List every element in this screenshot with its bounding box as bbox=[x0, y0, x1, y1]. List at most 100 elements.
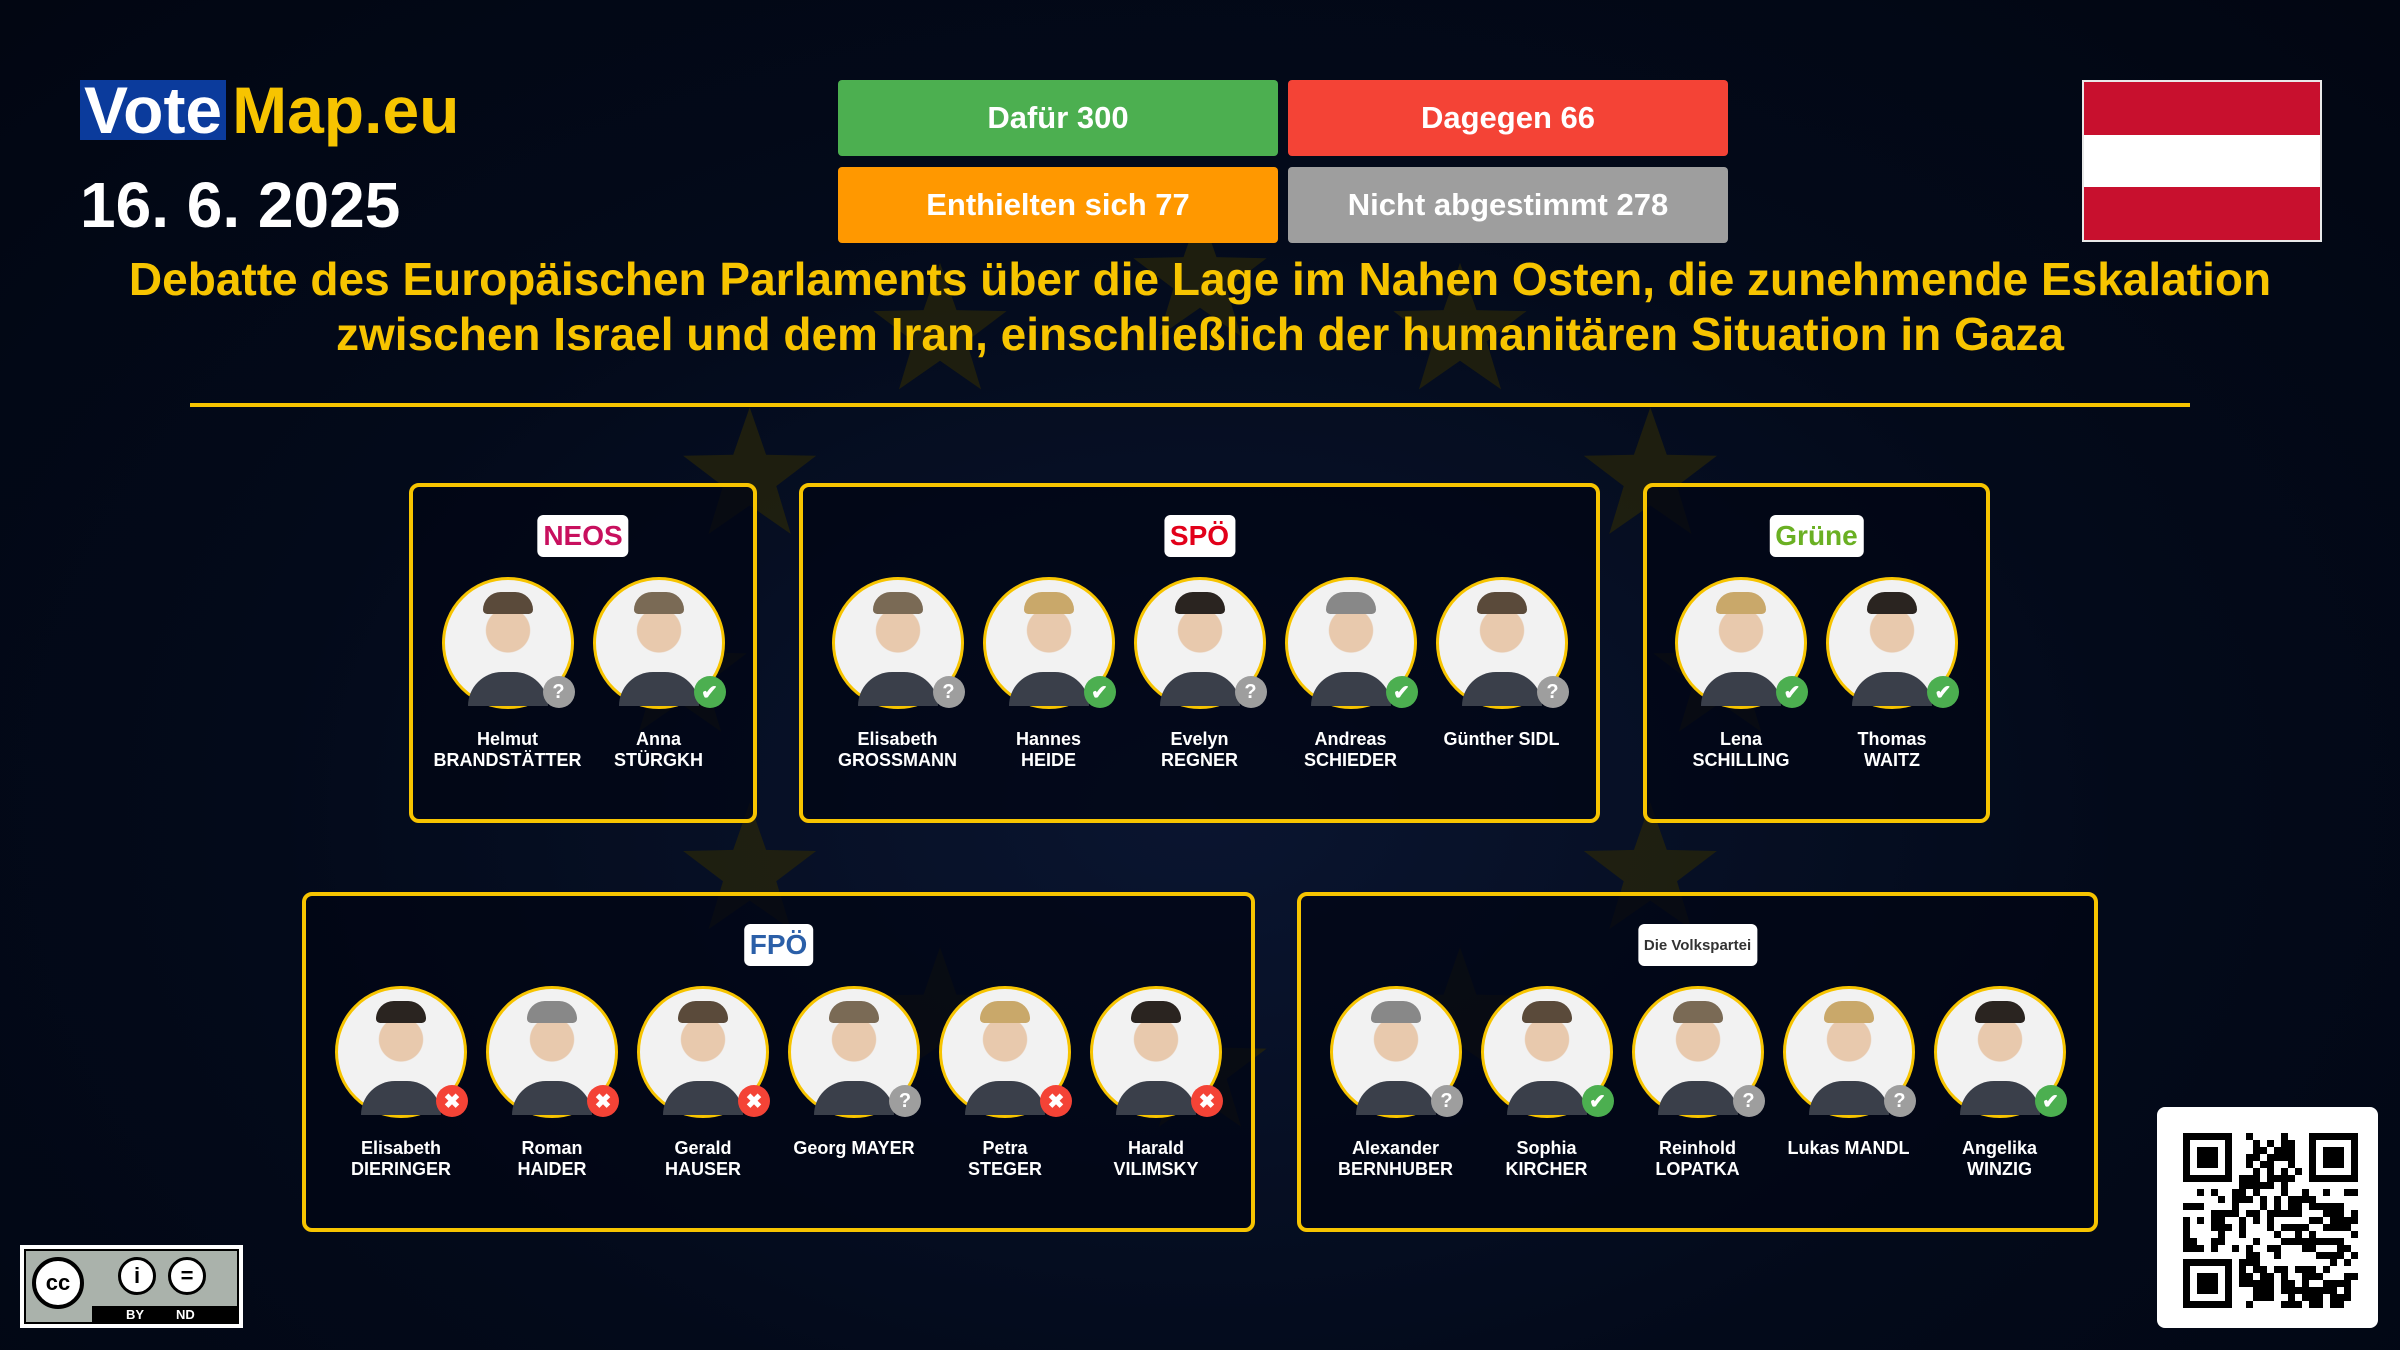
mep-last-name: GROSSMANN bbox=[837, 750, 957, 770]
vote-status-for-icon: ✔ bbox=[1581, 1085, 1614, 1117]
mep-card[interactable]: ? Lukas MANDL bbox=[1773, 986, 1924, 1180]
mep-last-name: STEGER bbox=[967, 1159, 1042, 1179]
mep-first-name: Elisabeth bbox=[360, 1138, 441, 1158]
vote-status-against-icon: ✖ bbox=[436, 1085, 468, 1117]
by-icon: i bbox=[118, 1257, 156, 1295]
eu-star bbox=[1583, 802, 1717, 930]
mep-first-name: Reinhold bbox=[1658, 1138, 1736, 1158]
mep-photo: ? bbox=[788, 986, 921, 1118]
mep-last-name: WAITZ bbox=[1863, 750, 1920, 770]
vote-status-not-voted-icon: ? bbox=[1536, 676, 1569, 708]
vote-date: 16. 6. 2025 bbox=[80, 169, 401, 241]
mep-first-name: Angelika bbox=[1961, 1138, 2038, 1158]
mep-first-name: Hannes bbox=[1015, 729, 1082, 749]
mep-card[interactable]: ?Georg MAYER bbox=[779, 986, 930, 1180]
vote-status-not-voted-icon: ? bbox=[1732, 1085, 1765, 1117]
mep-card[interactable]: ?Günther SIDL bbox=[1426, 577, 1577, 771]
vote-status-not-voted-icon: ? bbox=[542, 676, 575, 708]
votes-not-voted[interactable]: Nicht abgestimmt 278 bbox=[1288, 167, 1728, 243]
mep-photo: ✖ bbox=[335, 986, 468, 1118]
divider bbox=[190, 403, 2190, 407]
vote-status-against-icon: ✖ bbox=[738, 1085, 770, 1117]
cc-icon: cc bbox=[32, 1257, 84, 1309]
mep-last-name: HAUSER bbox=[664, 1159, 741, 1179]
mep-first-name: Harald bbox=[1127, 1138, 1184, 1158]
vote-status-against-icon: ✖ bbox=[1040, 1085, 1072, 1117]
votes-abstain[interactable]: Enthielten sich 77 bbox=[838, 167, 1278, 243]
eu-star bbox=[873, 262, 1007, 390]
party-logo: SPÖ bbox=[1163, 515, 1236, 557]
mep-last-name: KIRCHER bbox=[1505, 1159, 1588, 1179]
mep-photo: ✔ bbox=[1284, 577, 1418, 709]
nd-icon: = bbox=[168, 1257, 206, 1295]
mep-photo: ? bbox=[441, 577, 575, 709]
vote-status-against-icon: ✖ bbox=[1191, 1085, 1223, 1117]
mep-first-name: Gerald bbox=[674, 1138, 732, 1158]
votes-against[interactable]: Dagegen 66 bbox=[1288, 80, 1728, 156]
party-logo: Grüne bbox=[1769, 515, 1864, 557]
mep-last-name: BERNHUBER bbox=[1337, 1159, 1453, 1179]
mep-first-name: Andreas bbox=[1314, 729, 1387, 749]
mep-first-name: Evelyn bbox=[1170, 729, 1229, 749]
vote-status-not-voted-icon: ? bbox=[1883, 1085, 1916, 1117]
mep-last-name: SCHILLING bbox=[1692, 750, 1790, 770]
mep-photo: ✔ bbox=[1933, 986, 2067, 1118]
mep-photo: ✔ bbox=[1480, 986, 1614, 1118]
mep-first-name: Petra bbox=[982, 1138, 1028, 1158]
eu-star bbox=[683, 407, 817, 534]
mep-photo: ? bbox=[1329, 986, 1463, 1118]
austria-flag bbox=[2082, 80, 2322, 242]
mep-last-name: VILIMSKY bbox=[1113, 1159, 1199, 1179]
votes-for[interactable]: Dafür 300 bbox=[838, 80, 1278, 156]
mep-photo: ✔ bbox=[592, 577, 726, 709]
vote-status-for-icon: ✔ bbox=[1927, 676, 1959, 708]
mep-photo: ✔ bbox=[1675, 577, 1808, 709]
title-line-1: Debatte des Europäischen Parlaments über… bbox=[128, 253, 2272, 305]
votemap-logo[interactable]: Vote Map.eu bbox=[80, 77, 459, 143]
cc-by-nd-license[interactable]: cc i = BY ND bbox=[20, 1245, 243, 1328]
mep-first-name: Thomas bbox=[1857, 729, 1927, 749]
qr-code[interactable] bbox=[2157, 1107, 2378, 1328]
mep-last-name: BRANDSTÄTTER bbox=[433, 750, 582, 770]
mep-photo: ✖ bbox=[486, 986, 619, 1118]
debate-title: Debatte des Europäischen Parlaments über… bbox=[60, 252, 2340, 362]
mep-photo: ✖ bbox=[637, 986, 770, 1118]
mep-first-name: Lena bbox=[1719, 729, 1762, 749]
mep-name: Lukas MANDL bbox=[1787, 1138, 1909, 1159]
mep-photo: ✖ bbox=[939, 986, 1072, 1118]
mep-photo: ? bbox=[831, 577, 965, 709]
mep-photo: ? bbox=[1133, 577, 1267, 709]
mep-last-name: DIERINGER bbox=[350, 1159, 451, 1179]
title-line-2: zwischen Israel und dem Iran, einschließ… bbox=[336, 308, 2064, 360]
mep-first-name: Elisabeth bbox=[857, 729, 938, 749]
eu-star bbox=[1583, 407, 1717, 534]
